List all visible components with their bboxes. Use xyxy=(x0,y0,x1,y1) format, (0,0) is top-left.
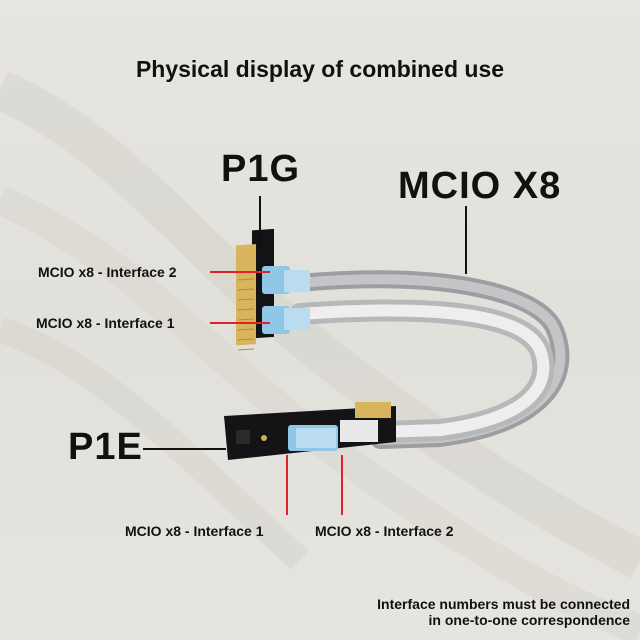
note-line-2: in one-to-one correspondence xyxy=(428,612,630,628)
note-line-1: Interface numbers must be connected xyxy=(377,596,630,612)
p1e-board xyxy=(224,402,396,460)
p1g-interface-1-label: MCIO x8 - Interface 1 xyxy=(36,315,175,331)
p1e-interface-2-label: MCIO x8 - Interface 2 xyxy=(315,523,454,539)
pointer-lines-black xyxy=(143,196,467,450)
mcio-x8-label: MCIO X8 xyxy=(398,165,562,207)
pointer-lines-red xyxy=(210,271,343,515)
p1e-label: P1E xyxy=(68,426,143,468)
mcio-cable xyxy=(289,270,570,449)
p1e-interface-1-label: MCIO x8 - Interface 1 xyxy=(125,523,264,539)
background-waves xyxy=(0,71,640,640)
page-title: Physical display of combined use xyxy=(135,56,505,82)
p1g-board xyxy=(236,228,310,351)
p1g-interface-2-label: MCIO x8 - Interface 2 xyxy=(38,264,177,280)
correspondence-note: Interface numbers must be connected in o… xyxy=(377,596,630,628)
p1g-label: P1G xyxy=(221,148,301,190)
